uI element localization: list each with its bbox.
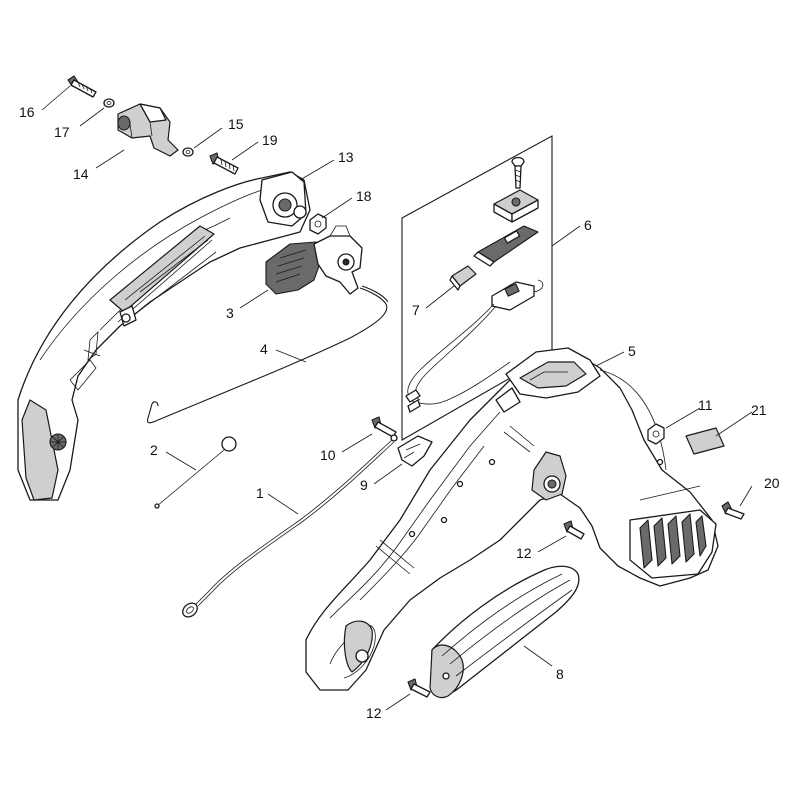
callout-1: 1 [256,485,264,501]
callout-labels: 16 17 14 15 19 13 18 3 4 2 10 9 1 6 7 5 … [19,104,780,721]
part-1-stop-cable [182,434,398,618]
part-20-screw [721,501,745,520]
kit-switch-wire [405,279,544,413]
callout-7: 7 [412,302,420,318]
callout-14: 14 [73,166,89,182]
part-19-screw [209,152,239,175]
callout-8: 8 [556,666,564,682]
callout-11: 11 [698,397,713,413]
part-11-nut [647,423,665,445]
part-13-upper-housing [17,171,311,501]
callout-2: 2 [150,442,158,458]
part-8-grip [429,565,580,699]
part-12a-screw [563,520,585,540]
part-18-nut [309,213,327,235]
callout-21: 21 [751,402,767,418]
part-14-clamp [117,103,179,157]
part-9-plate [397,435,433,467]
callout-17: 17 [54,124,70,140]
kit-block [493,189,539,223]
part-12b-screw [407,678,431,698]
callout-10: 10 [320,447,336,463]
part-7-pad [449,265,477,291]
part-5-lower-housing [305,347,719,691]
part-21-label [685,427,725,455]
callout-19: 19 [262,132,278,148]
leader-lines [41,85,753,711]
callout-18: 18 [356,188,372,204]
callout-20: 20 [764,475,780,491]
part-2-ball-cable [154,436,237,509]
kit-screw [511,156,525,189]
part-15-washer [182,147,194,157]
part-16-screw [67,75,97,98]
part-4-throttle-wire [146,285,389,424]
callout-4: 4 [260,341,268,357]
callout-15: 15 [228,116,244,132]
callout-5: 5 [628,343,636,359]
callout-6: 6 [584,217,592,233]
callout-3: 3 [226,305,234,321]
callout-13: 13 [338,149,354,165]
callout-9: 9 [360,477,368,493]
callout-12-a: 12 [516,545,532,561]
part-10-screw [371,416,397,438]
callout-12-b: 12 [366,705,382,721]
callout-16: 16 [19,104,35,120]
part-3-throttle-lever [265,225,363,295]
kit-plate [473,225,539,267]
part-17-washer [103,98,115,108]
